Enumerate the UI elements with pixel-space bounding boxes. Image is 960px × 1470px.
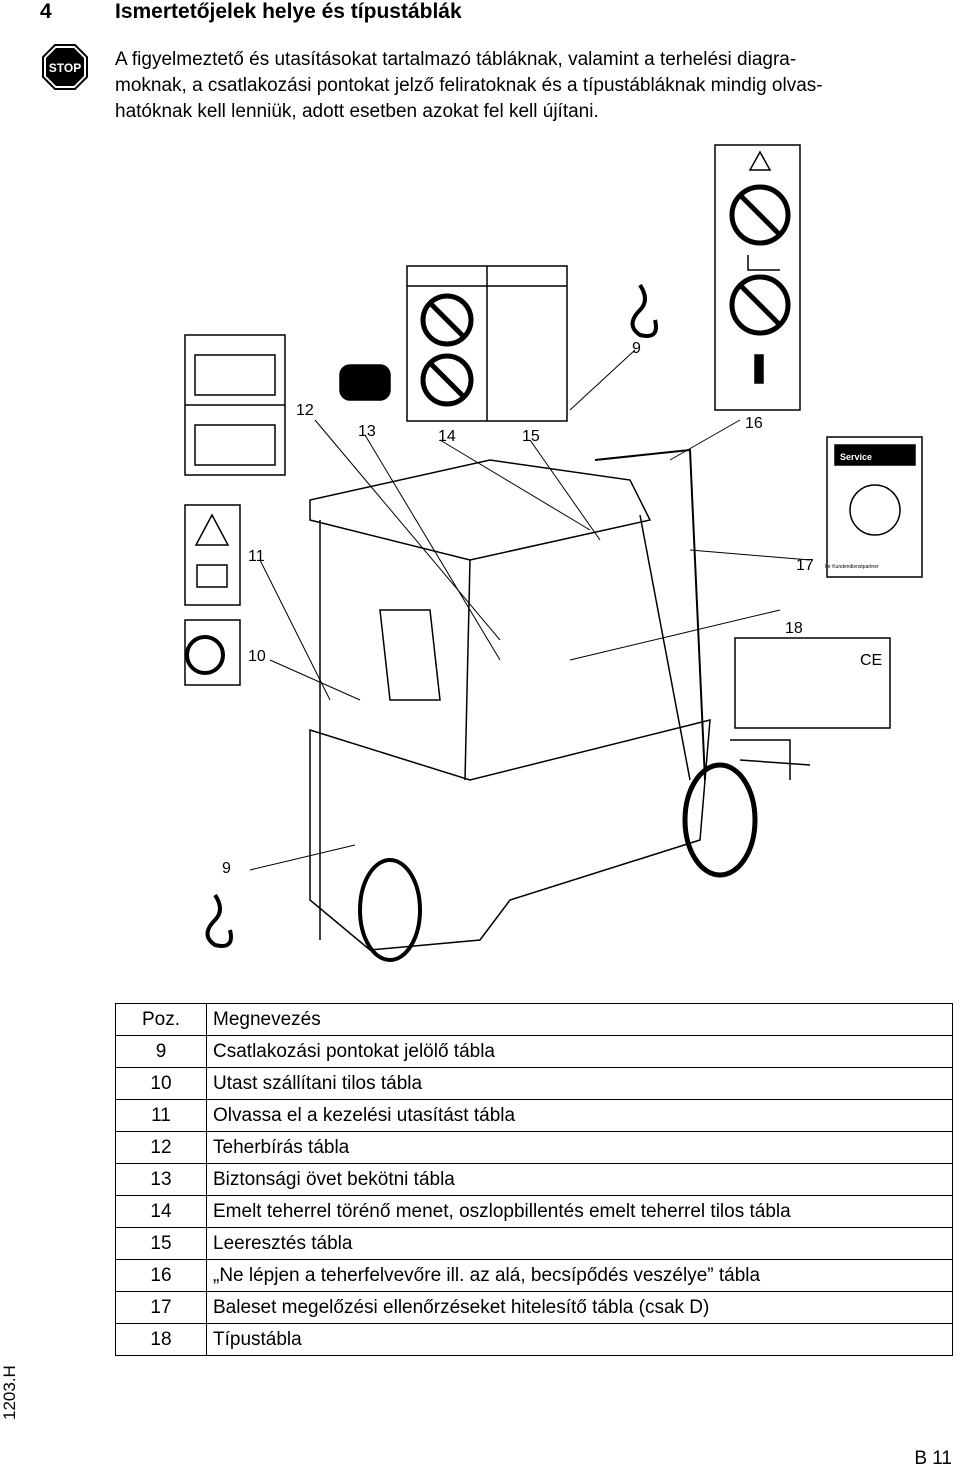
- cell-name: „Ne lépjen a teherfelvevőre ill. az alá,…: [206, 1259, 953, 1292]
- seat: [379, 609, 441, 701]
- counterweight: [309, 719, 711, 951]
- plate-10: [184, 619, 241, 686]
- stop-sign-icon: STOP: [42, 44, 88, 90]
- callout-15: 15: [522, 428, 540, 445]
- callout-13: 13: [358, 423, 376, 440]
- forklift-drawing: Service Ihr Kundendienstpartner CE: [184, 144, 923, 962]
- forklift-figure: Service Ihr Kundendienstpartner CE 9 9 1…: [170, 140, 960, 990]
- cell-pos: 12: [115, 1131, 207, 1164]
- intro-paragraph: A figyelmeztető és utasításokat tartalma…: [115, 47, 955, 125]
- callout-12: 12: [296, 402, 314, 419]
- cell-name: Csatlakozási pontokat jelölő tábla: [206, 1035, 953, 1068]
- cell-name: Utast szállítani tilos tábla: [206, 1067, 953, 1100]
- service-label: Service: [840, 452, 872, 462]
- cell-pos: 17: [115, 1291, 207, 1324]
- column-header-pos: Poz.: [115, 1003, 207, 1036]
- warning-triangle-icon: [194, 513, 230, 546]
- svg-text:STOP: STOP: [49, 61, 81, 75]
- heading-number: 4: [40, 0, 52, 23]
- plate-18: [734, 637, 891, 729]
- intro-line: moknak, a csatlakozási pontokat jelző fe…: [115, 75, 823, 96]
- cell-pos: 13: [115, 1163, 207, 1196]
- cell-pos: 16: [115, 1259, 207, 1292]
- table-row: 16„Ne lépjen a teherfelvevőre ill. az al…: [115, 1259, 953, 1292]
- callout-17: 17: [796, 557, 814, 574]
- manual-book-icon: [196, 564, 228, 588]
- intro-line: hatóknak kell lenniük, adott esetben azo…: [115, 101, 599, 122]
- cell-pos: 9: [115, 1035, 207, 1068]
- plate-11: [184, 504, 241, 606]
- cell-name: Leeresztés tábla: [206, 1227, 953, 1260]
- callout-9-top: 9: [632, 340, 641, 357]
- cell-pos: 18: [115, 1323, 207, 1356]
- cell-name: Baleset megelőzési ellenőrzéseket hitele…: [206, 1291, 953, 1324]
- cell-name: Típustábla: [206, 1323, 953, 1356]
- warning-triangle-icon: [748, 150, 772, 171]
- no-standing-icon: [729, 184, 791, 246]
- cell-name: Emelt teherrel törénő menet, oszlopbille…: [206, 1195, 953, 1228]
- cell-name: Teherbírás tábla: [206, 1131, 953, 1164]
- seatbelt-icon: [339, 364, 391, 401]
- front-wheel: [682, 762, 758, 878]
- hook-icon: [205, 893, 233, 948]
- callout-11: 11: [248, 548, 265, 565]
- hook-icon: [630, 283, 658, 338]
- callout-16: 16: [745, 415, 763, 432]
- cell-pos: 11: [115, 1099, 207, 1132]
- page-number: B 11: [914, 1448, 952, 1469]
- callout-18: 18: [785, 620, 803, 637]
- overhead-guard: [309, 459, 652, 561]
- cell-pos: 10: [115, 1067, 207, 1100]
- cell-name: Olvassa el a kezelési utasítást tábla: [206, 1099, 953, 1132]
- table-header-row: Poz. Megnevezés: [115, 1003, 953, 1036]
- callout-10: 10: [248, 648, 266, 665]
- cell-pos: 14: [115, 1195, 207, 1228]
- callout-9-bottom: 9: [222, 860, 231, 877]
- no-standing-icon: [729, 274, 791, 336]
- callout-14: 14: [438, 428, 456, 445]
- cell-pos: 15: [115, 1227, 207, 1260]
- kundendienst-label: Ihr Kundendienstpartner: [825, 564, 879, 570]
- document-code: 1203.H: [0, 1365, 19, 1420]
- cell-name: Biztonsági övet bekötni tábla: [206, 1163, 953, 1196]
- heading-title: Ismertetőjelek helye és típustáblák: [115, 0, 462, 23]
- ce-mark: CE: [860, 652, 882, 669]
- plate-16: [714, 144, 801, 411]
- plate-17: [826, 436, 923, 578]
- column-header-name: Megnevezés: [206, 1003, 953, 1036]
- intro-line: A figyelmeztető és utasításokat tartalma…: [115, 49, 797, 70]
- rear-wheel: [358, 858, 422, 962]
